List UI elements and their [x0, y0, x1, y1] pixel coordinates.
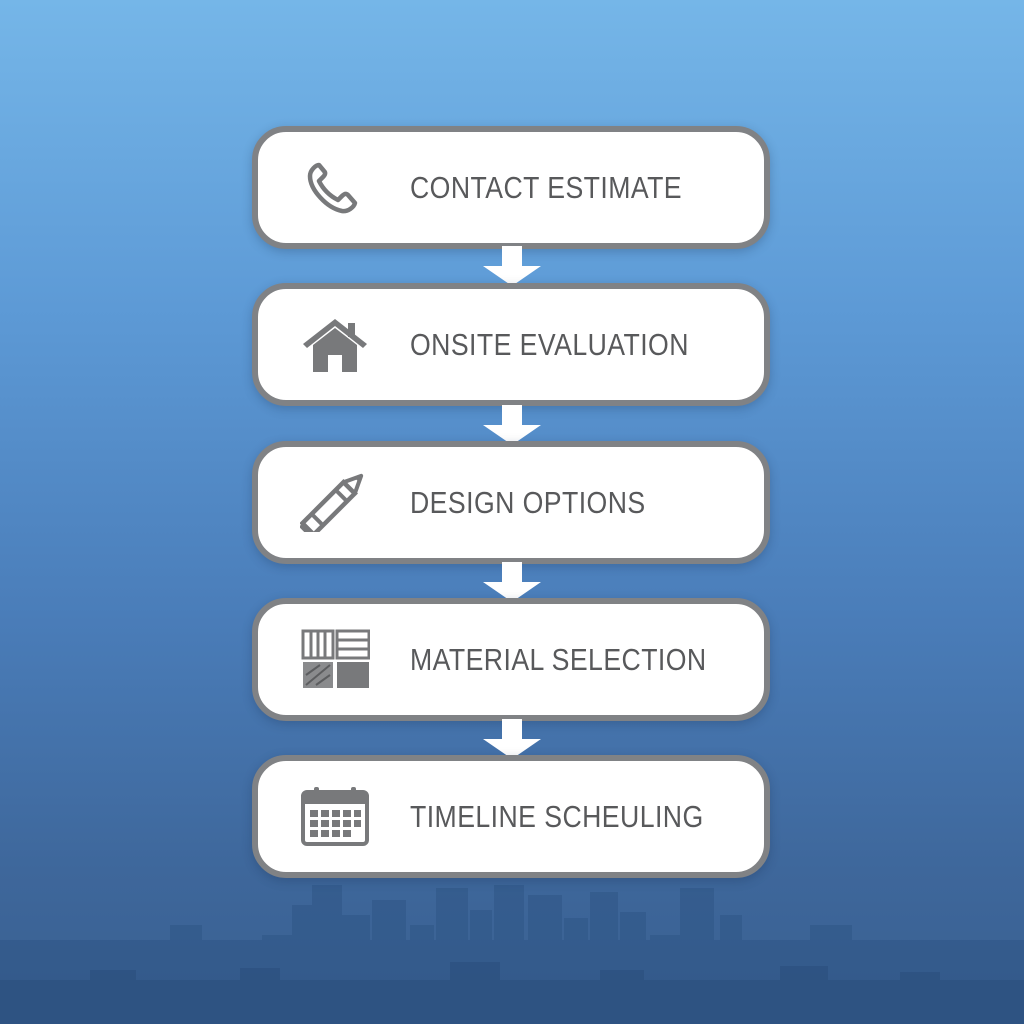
step-label: DESIGN OPTIONS — [410, 485, 646, 520]
step-label: MATERIAL SELECTION — [410, 642, 707, 677]
calendar-icon — [300, 786, 370, 846]
step-onsite-evaluation: ONSITE EVALUATION — [252, 283, 770, 406]
step-label: ONSITE EVALUATION — [410, 327, 689, 362]
step-material-selection: MATERIAL SELECTION — [252, 598, 770, 721]
step-contact-estimate: CONTACT ESTIMATE — [252, 126, 770, 249]
pencil-icon — [300, 472, 370, 532]
step-design-options: DESIGN OPTIONS — [252, 441, 770, 564]
flow-arrow-2 — [483, 405, 541, 445]
step-timeline-scheduling: TIMELINE SCHEULING — [252, 755, 770, 878]
flow-arrow-4 — [483, 719, 541, 759]
material-swatches-icon — [300, 629, 370, 689]
flow-arrow-1 — [483, 246, 541, 286]
house-icon — [300, 314, 370, 374]
flow-arrow-3 — [483, 562, 541, 602]
phone-icon — [300, 157, 370, 217]
step-label: TIMELINE SCHEULING — [410, 799, 704, 834]
step-label: CONTACT ESTIMATE — [410, 170, 683, 205]
